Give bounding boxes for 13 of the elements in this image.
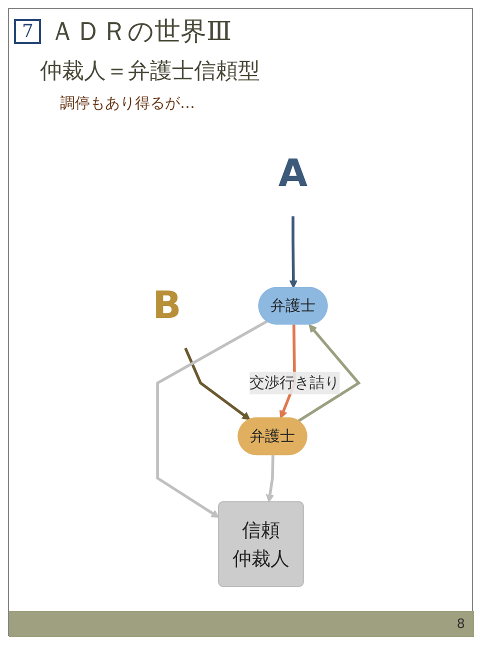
edge-label: 交渉行き詰り: [249, 374, 340, 392]
subtitle: 仲裁人＝弁護士信頼型: [40, 58, 260, 86]
arrow: [289, 216, 298, 288]
arrow: [266, 455, 274, 503]
title: ＡＤＲの世界Ⅲ: [49, 16, 232, 49]
node-text: B: [152, 284, 182, 328]
arrow: [184, 348, 250, 420]
note: 調停もあり得るが…: [60, 94, 195, 113]
arrow: [298, 324, 361, 422]
arrow: [156, 320, 268, 518]
page-number: 8: [456, 617, 465, 632]
slide-number-badge: 7: [14, 19, 42, 44]
node-text: A: [278, 152, 308, 196]
